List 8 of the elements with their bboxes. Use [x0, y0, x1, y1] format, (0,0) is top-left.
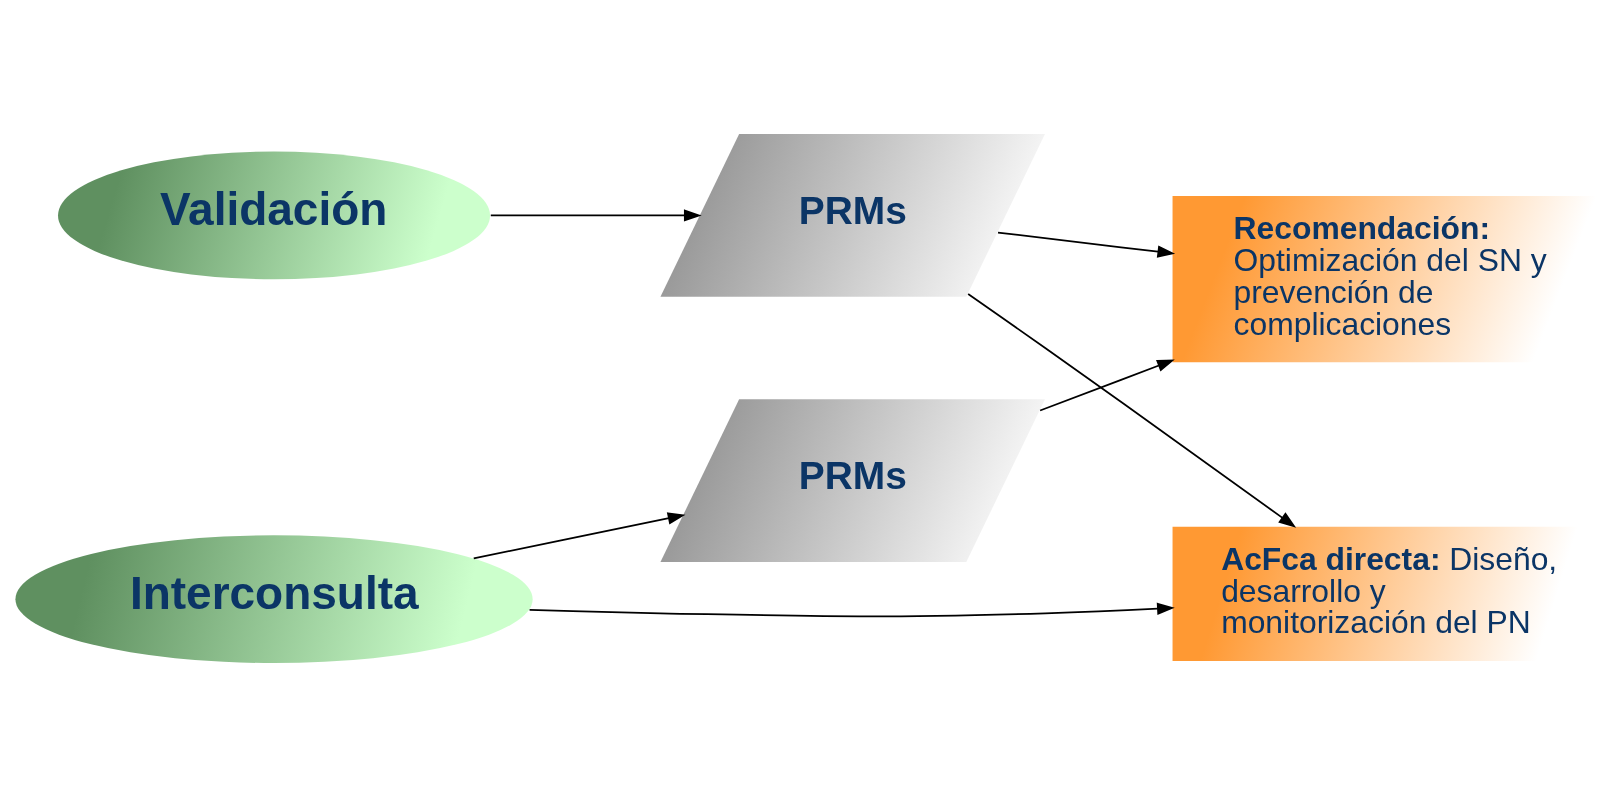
arrow [967, 293, 1297, 528]
arrow [489, 209, 702, 222]
node-ellipse: Interconsulta [15, 535, 533, 664]
arrow [472, 512, 686, 560]
arrow [528, 602, 1175, 618]
arrow [997, 231, 1176, 258]
node-ellipse: Validación [58, 151, 491, 280]
arrow [1039, 359, 1175, 412]
